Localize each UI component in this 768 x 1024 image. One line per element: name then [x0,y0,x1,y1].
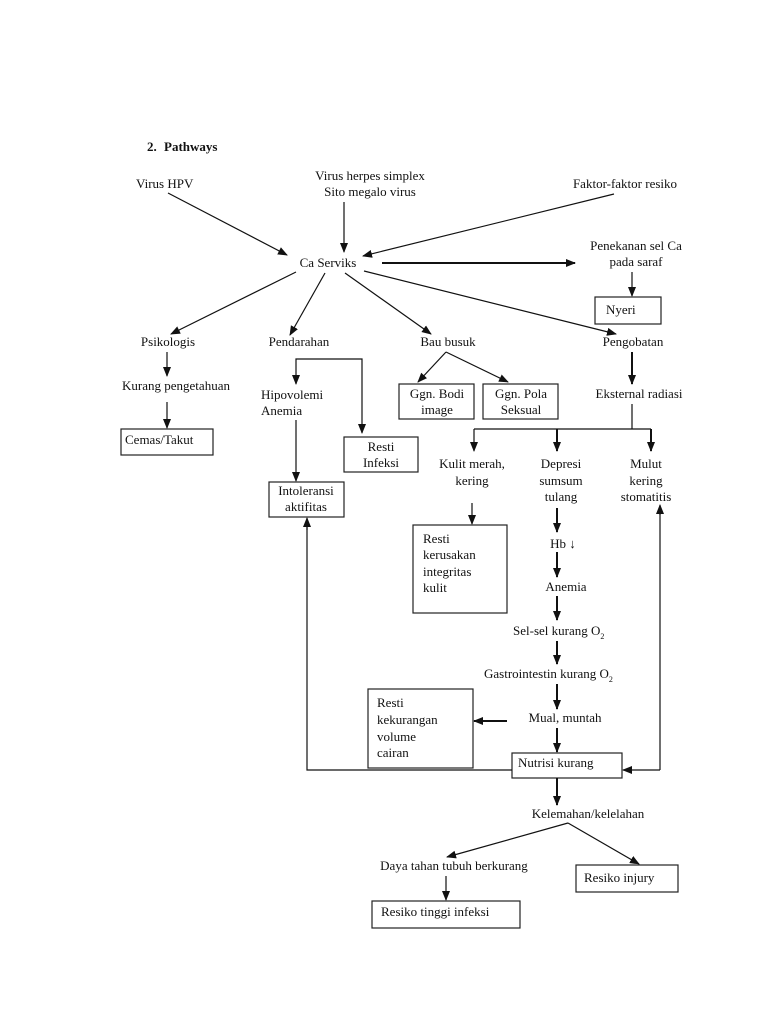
node-nutrisi-kurang: Nutrisi kurang [518,755,594,770]
node-resiko-injury: Resiko injury [584,870,655,885]
node-resti-kekurangan-line4: cairan [377,745,409,760]
node-daya-tahan: Daya tahan tubuh berkurang [380,858,528,873]
node-kulit-merah-line1: Kulit merah, [439,456,505,471]
node-penekanan-line1: Penekanan sel Ca [590,238,682,253]
node-resti-infeksi-line2: Infeksi [363,455,399,470]
node-mulut-line2: kering [629,473,663,488]
node-penekanan-line2: pada saraf [609,254,663,269]
box-ggn-pola [482,383,559,420]
node-gastro-kurang-o2: Gastrointestin kurang O2 [484,666,613,684]
node-kelemahan: Kelemahan/kelelahan [532,806,645,821]
node-sel-kurang-o2: Sel-sel kurang O2 [513,623,604,641]
box-nutrisi-kurang [511,752,623,779]
node-resti-kekurangan-line3: volume [377,729,416,744]
node-depresi-line3: tulang [545,489,578,504]
box-resti-infeksi [343,436,419,473]
arrow-hpv-to-ca [167,192,288,256]
node-virus-hpv: Virus HPV [136,176,194,191]
node-intoleransi-line1: Intoleransi [278,483,334,498]
node-pendarahan: Pendarahan [269,334,330,349]
arrow-bau-to-bodi [417,351,447,383]
node-resti-kekurangan-line1: Resti [377,695,404,710]
arrow-kelemahan-to-injury [567,822,640,865]
node-intoleransi-line2: aktifitas [285,499,327,514]
node-ggn-bodi-line2: image [421,402,453,417]
node-hb: Hb ↓ [550,536,576,551]
node-pengobatan: Pengobatan [603,334,664,349]
arrow-ca-to-psikologis [170,271,297,335]
node-virus-herpes-line1: Virus herpes simplex [315,168,425,183]
node-mulut-line1: Mulut [630,456,662,471]
node-resti-kerusakan-line3: integritas [423,564,471,579]
node-ggn-pola-line2: Seksual [501,402,542,417]
node-kulit-merah-line2: kering [455,473,489,488]
box-resiko-injury [575,864,679,893]
node-resiko-tinggi-infeksi: Resiko tinggi infeksi [381,904,490,919]
arrow-bau-to-pola [445,351,509,383]
node-anemia: Anemia [545,579,586,594]
arrow-ca-to-bau-busuk [344,272,432,335]
node-hipovolemi-line1: Hipovolemi [261,387,323,402]
node-faktor-resiko: Faktor-faktor resiko [573,176,677,191]
node-virus-herpes-line2: Sito megalo virus [324,184,416,199]
node-psikologis: Psikologis [141,334,195,349]
node-mual-muntah: Mual, muntah [529,710,602,725]
box-cemas-takut [120,428,214,456]
node-resti-infeksi-line1: Resti [368,439,395,454]
node-resti-kerusakan-line2: kerusakan [423,547,476,562]
node-resti-kekurangan-line2: kekurangan [377,712,438,727]
connector-nutrisi-to-intoleransi [306,520,512,771]
arrow-kelemahan-to-daya [446,822,569,859]
box-resiko-tinggi-infeksi [371,900,521,929]
node-depresi-line2: sumsum [539,473,582,488]
box-ggn-bodi [398,383,475,420]
node-kurang-pengetahuan: Kurang pengetahuan [122,378,230,393]
node-hipovolemi-line2: Anemia [261,403,302,418]
arrow-ca-to-pendarahan [289,272,326,336]
node-ggn-pola-line1: Ggn. Pola [495,386,547,401]
node-nyeri: Nyeri [606,302,636,317]
node-mulut-line3: stomatitis [621,489,672,504]
node-resti-kerusakan-line4: kulit [423,580,447,595]
arrow-faktor-to-ca [362,193,615,258]
arrow-ca-to-pengobatan [363,270,617,336]
connector-pendarahan-split [295,358,363,430]
node-ca-serviks: Ca Serviks [300,255,357,270]
section-number: 2. [147,139,157,154]
box-nyeri [594,296,662,325]
node-eksternal-radiasi: Eksternal radiasi [596,386,683,401]
section-title: Pathways [164,139,217,154]
box-resti-kekurangan [367,688,474,769]
node-depresi-line1: Depresi [541,456,582,471]
node-bau-busuk: Bau busuk [420,334,476,349]
node-ggn-bodi-line1: Ggn. Bodi [410,386,465,401]
node-cemas-takut: Cemas/Takut [125,432,194,447]
box-resti-kerusakan [412,524,508,614]
node-resti-kerusakan-line1: Resti [423,531,450,546]
